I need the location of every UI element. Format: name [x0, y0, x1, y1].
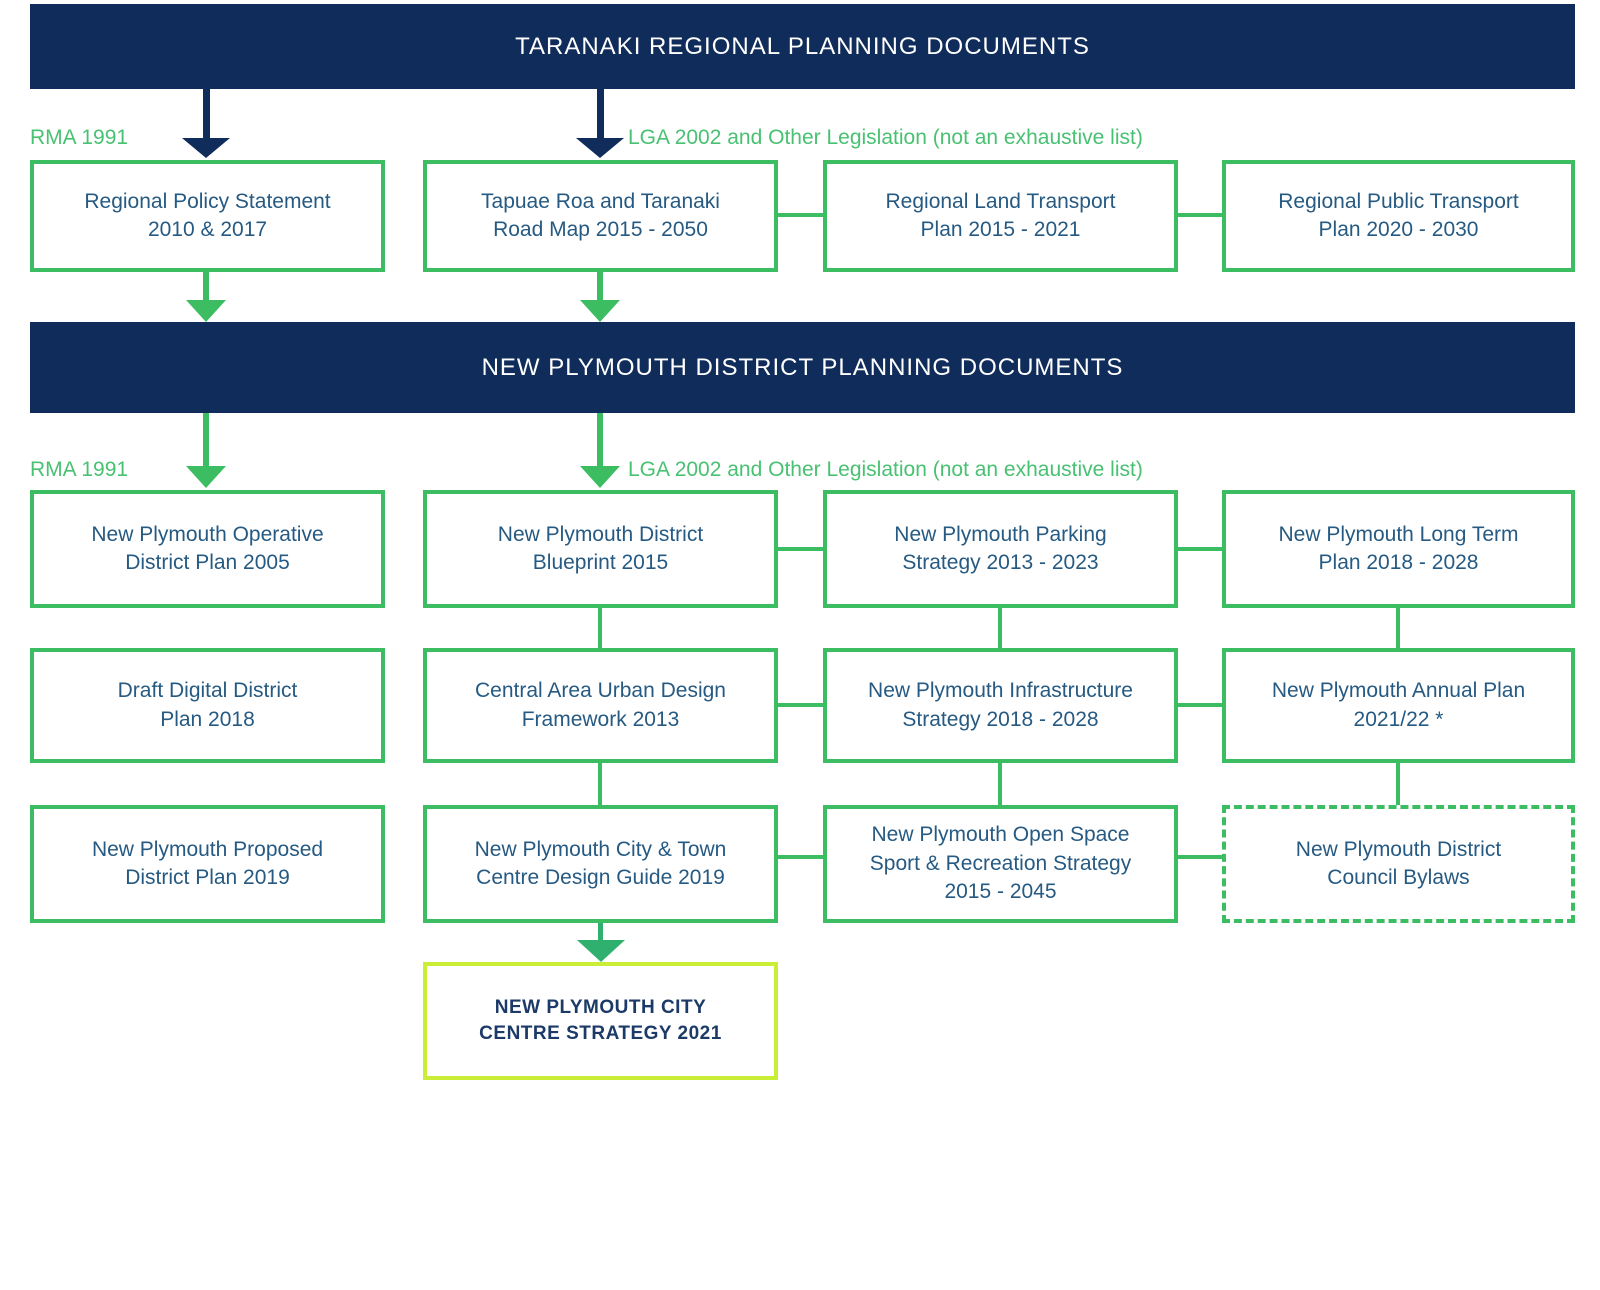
connector-line [776, 213, 825, 217]
box-label: Regional Land Transport Plan 2015 - 2021 [885, 189, 1116, 241]
connector-line [1396, 608, 1400, 648]
connector-line [776, 703, 825, 707]
teal-down-arrow-shaft [598, 923, 603, 943]
box-draft-digital-district-plan: Draft Digital District Plan 2018 [30, 648, 385, 763]
green-down-arrow-shaft [597, 272, 603, 302]
box-label: New Plymouth City & Town Centre Design G… [474, 837, 727, 889]
connector-line [1176, 703, 1224, 707]
green-down-arrow-icon [186, 466, 226, 488]
box-council-bylaws: New Plymouth District Council Bylaws [1222, 805, 1575, 923]
green-down-arrow-icon [580, 300, 620, 322]
navy-down-arrow-icon [576, 138, 624, 158]
connector-line [776, 855, 825, 859]
box-infrastructure-strategy: New Plymouth Infrastructure Strategy 201… [823, 648, 1178, 763]
box-label: Regional Policy Statement 2010 & 2017 [84, 189, 331, 241]
box-label: Draft Digital District Plan 2018 [117, 679, 298, 731]
box-regional-land-transport-plan: Regional Land Transport Plan 2015 - 2021 [823, 160, 1178, 272]
box-parking-strategy: New Plymouth Parking Strategy 2013 - 202… [823, 490, 1178, 608]
box-central-area-urban-design-framework: Central Area Urban Design Framework 2013 [423, 648, 778, 763]
box-operative-district-plan: New Plymouth Operative District Plan 200… [30, 490, 385, 608]
label-rma-regional: RMA 1991 [30, 126, 129, 149]
label-lga-district: LGA 2002 and Other Legislation (not an e… [628, 458, 1143, 481]
box-label: NEW PLYMOUTH CITY CENTRE STRATEGY 2021 [479, 997, 722, 1044]
label-rma-district: RMA 1991 [30, 458, 129, 481]
box-label: New Plymouth Open Space Sport & Recreati… [869, 823, 1132, 904]
box-district-blueprint: New Plymouth District Blueprint 2015 [423, 490, 778, 608]
box-regional-policy-statement: Regional Policy Statement 2010 & 2017 [30, 160, 385, 272]
green-down-arrow-shaft [203, 272, 209, 302]
box-label: New Plymouth Annual Plan 2021/22 * [1271, 679, 1526, 731]
box-label: New Plymouth Operative District Plan 200… [91, 522, 324, 574]
box-open-space-strategy: New Plymouth Open Space Sport & Recreati… [823, 805, 1178, 923]
navy-down-arrow-icon [182, 138, 230, 158]
connector-line [998, 763, 1002, 805]
box-label: New Plymouth District Blueprint 2015 [497, 522, 704, 574]
connector-line [998, 608, 1002, 648]
connector-line [776, 547, 825, 551]
box-long-term-plan: New Plymouth Long Term Plan 2018 - 2028 [1222, 490, 1575, 608]
connector-line [598, 763, 602, 805]
green-down-arrow-shaft [597, 413, 603, 468]
box-proposed-district-plan: New Plymouth Proposed District Plan 2019 [30, 805, 385, 923]
box-annual-plan: New Plymouth Annual Plan 2021/22 * [1222, 648, 1575, 763]
regional-banner-title: TARANAKI REGIONAL PLANNING DOCUMENTS [515, 32, 1090, 60]
box-label: New Plymouth Parking Strategy 2013 - 202… [894, 522, 1107, 574]
navy-down-arrow-shaft [597, 89, 604, 140]
box-label: Tapuae Roa and Taranaki Road Map 2015 - … [481, 189, 720, 241]
connector-line [1176, 547, 1224, 551]
box-label: New Plymouth Long Term Plan 2018 - 2028 [1278, 522, 1519, 574]
navy-down-arrow-shaft [203, 89, 210, 140]
box-tapuae-roa-road-map: Tapuae Roa and Taranaki Road Map 2015 - … [423, 160, 778, 272]
connector-line [598, 608, 602, 648]
connector-line [1176, 213, 1224, 217]
box-city-town-centre-design-guide: New Plymouth City & Town Centre Design G… [423, 805, 778, 923]
box-label: Central Area Urban Design Framework 2013 [475, 679, 726, 731]
box-regional-public-transport-plan: Regional Public Transport Plan 2020 - 20… [1222, 160, 1575, 272]
box-label: New Plymouth Infrastructure Strategy 201… [868, 679, 1133, 731]
green-down-arrow-icon [186, 300, 226, 322]
green-down-arrow-icon [580, 466, 620, 488]
district-banner-title: NEW PLYMOUTH DISTRICT PLANNING DOCUMENTS [481, 353, 1124, 381]
connector-line [1396, 763, 1400, 805]
box-label: New Plymouth Proposed District Plan 2019 [91, 837, 324, 889]
label-lga-regional: LGA 2002 and Other Legislation (not an e… [628, 126, 1143, 149]
connector-line [1176, 855, 1224, 859]
box-label: New Plymouth District Council Bylaws [1295, 837, 1502, 889]
regional-banner: TARANAKI REGIONAL PLANNING DOCUMENTS [30, 4, 1575, 89]
district-banner: NEW PLYMOUTH DISTRICT PLANNING DOCUMENTS [30, 322, 1575, 413]
box-label: Regional Public Transport Plan 2020 - 20… [1278, 189, 1519, 241]
green-down-arrow-shaft [203, 413, 209, 468]
teal-down-arrow-icon [577, 940, 625, 962]
box-city-centre-strategy: NEW PLYMOUTH CITY CENTRE STRATEGY 2021 [423, 962, 778, 1080]
